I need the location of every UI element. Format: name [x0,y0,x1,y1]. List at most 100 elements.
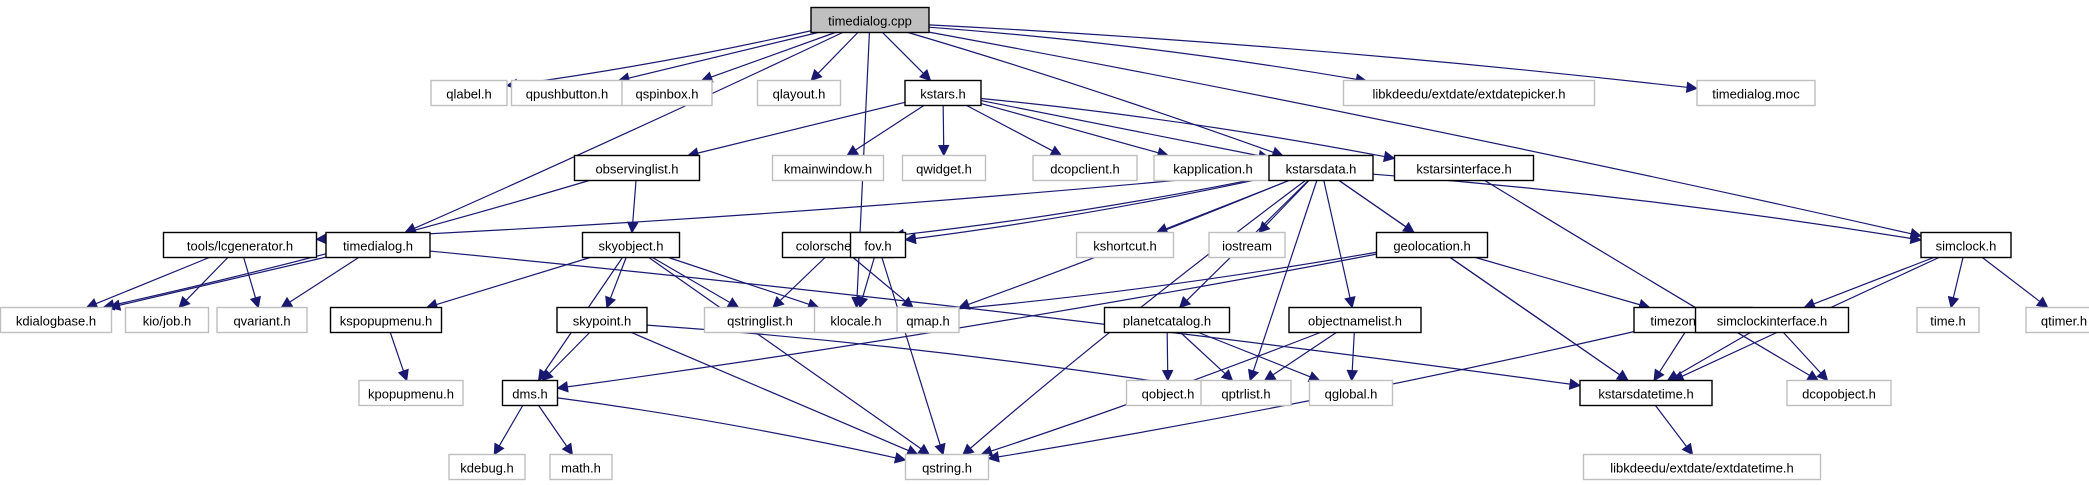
node-qpushbutton[interactable]: qpushbutton.h [510,79,624,107]
node-label: skyobject.h [598,239,663,254]
node-time-h[interactable]: time.h [1916,306,1980,334]
node-timedialog-cpp[interactable]: timedialog.cpp [810,6,930,34]
node-kshortcut[interactable]: kshortcut.h [1075,231,1175,259]
edge-fov-to-klocale [857,257,875,309]
node-box [1200,379,1292,407]
node-box [1916,306,1980,334]
node-kstarsdata[interactable]: kstarsdata.h [1268,154,1374,182]
node-math-h[interactable]: math.h [549,453,613,481]
node-objectnamelist[interactable]: objectnamelist.h [1288,306,1422,334]
edge-line [516,30,812,85]
node-extdatetime[interactable]: libkdeedu/extdate/extdatetime.h [1582,453,1822,481]
edge-line [1484,179,1810,376]
node-lcgenerator[interactable]: tools/lcgenerator.h [162,231,318,259]
node-iostream[interactable]: iostream [1208,231,1286,259]
node-planetcatalog[interactable]: planetcatalog.h [1103,306,1231,334]
node-label: kdialogbase.h [16,314,96,329]
node-qvariant[interactable]: qvariant.h [216,306,308,334]
node-qspinbox[interactable]: qspinbox.h [621,79,713,107]
node-qlayout[interactable]: qlayout.h [756,79,842,107]
node-qstringlist[interactable]: qstringlist.h [703,306,817,334]
node-kmainwindow[interactable]: kmainwindow.h [771,154,885,182]
node-kstarsdatetime[interactable]: kstarsdatetime.h [1579,379,1713,407]
node-label: kmainwindow.h [784,162,872,177]
node-box [849,231,907,259]
node-label: libkdeedu/extdate/extdatetime.h [1610,461,1794,476]
edge-line [628,31,819,79]
edge-line [852,257,906,302]
edge-kstars-to-kapplication [980,102,1170,159]
node-box [124,306,210,334]
node-klocale[interactable]: klocale.h [813,306,899,334]
edge-line [980,99,1260,157]
node-simclock[interactable]: simclock.h [1920,231,2012,259]
node-box [329,306,443,334]
node-kdebug[interactable]: kdebug.h [448,453,526,481]
arrowhead-icon [1806,370,1820,382]
node-fov[interactable]: fov.h [849,231,907,259]
edge-line [882,32,924,74]
arrowhead-icon [1344,295,1356,309]
node-qobject[interactable]: qobject.h [1125,379,1211,407]
edge-line [389,332,405,372]
node-kspopupmenu[interactable]: kspopupmenu.h [329,306,443,334]
edge-line [903,175,1270,236]
edge-planetcatalog-to-qobject [1161,332,1174,382]
arrowhead-icon [987,451,1000,463]
node-qptrlist[interactable]: qptrlist.h [1200,379,1292,407]
node-observinglist[interactable]: observinglist.h [573,154,701,182]
node-skypoint[interactable]: skypoint.h [556,306,648,334]
node-kapplication[interactable]: kapplication.h [1153,154,1273,182]
node-extdatepicker[interactable]: libkdeedu/extdate/extdatepicker.h [1342,79,1596,107]
node-dcopobject[interactable]: dcopobject.h [1786,379,1892,407]
edge-skyobject-to-qstringlist [652,256,740,309]
node-qtimer[interactable]: qtimer.h [2025,306,2089,334]
node-label: kstars.h [920,87,966,102]
node-qstring[interactable]: qstring.h [904,453,990,481]
node-label: simclockinterface.h [1717,314,1828,329]
edge-line [928,26,1357,80]
node-dcopclient[interactable]: dcopclient.h [1032,154,1138,182]
node-kstarsinterface[interactable]: kstarsinterface.h [1393,154,1535,182]
edge-line [668,256,810,305]
node-label: qlabel.h [446,87,492,102]
node-label: qwidget.h [916,162,972,177]
edge-line [429,250,1571,385]
node-label: skypoint.h [573,314,632,329]
arrowhead-icon [1220,369,1234,382]
node-box [771,154,885,182]
edge-kstarsdata-to-fov [904,176,1270,245]
node-kpopupmenu[interactable]: kpopupmenu.h [358,379,464,407]
node-box [813,306,899,334]
edge-line [289,256,359,303]
node-label: math.h [561,461,601,476]
edge-skyobject-to-skypoint [605,257,627,309]
node-qwidget[interactable]: qwidget.h [901,154,987,182]
node-box [1288,306,1422,334]
arrowhead-icon [1685,81,1699,94]
node-timedialog-moc[interactable]: timedialog.moc [1696,79,1816,107]
node-qglobal[interactable]: qglobal.h [1308,379,1394,407]
node-skyobject[interactable]: skyobject.h [581,231,681,259]
node-simclockinterface[interactable]: simclockinterface.h [1694,306,1850,334]
node-qmap[interactable]: qmap.h [896,306,960,334]
node-label: qtimer.h [2041,314,2087,329]
node-kstars[interactable]: kstars.h [904,79,982,107]
node-geolocation[interactable]: geolocation.h [1375,231,1489,259]
node-box [1579,379,1713,407]
edge-skyobject-to-kspopupmenu [425,256,591,310]
edge-line [779,257,826,302]
arrowhead-icon [1383,150,1396,163]
edge-kstarsdata-to-objectnamelist [1323,180,1356,309]
node-box [0,306,113,334]
node-kdialogbase[interactable]: kdialogbase.h [0,306,113,334]
node-timedialog-h[interactable]: timedialog.h [325,231,431,259]
node-dms[interactable]: dms.h [501,379,559,407]
node-label: kshortcut.h [1093,239,1157,254]
node-box [1696,79,1816,107]
node-label: dms.h [512,387,547,402]
node-label: kstarsdata.h [1286,162,1357,177]
node-label: kio/job.h [143,314,191,329]
node-kiojob[interactable]: kio/job.h [124,306,210,334]
node-qlabel[interactable]: qlabel.h [430,79,508,107]
